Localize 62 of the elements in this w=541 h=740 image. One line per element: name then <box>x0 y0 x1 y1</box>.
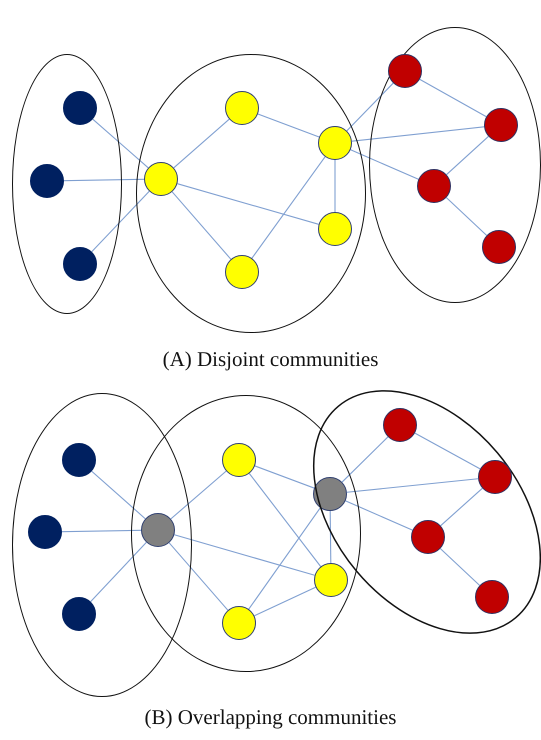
graph-edge <box>334 160 336 212</box>
graph-edge <box>91 470 146 520</box>
community-ellipse <box>314 391 540 633</box>
figure-caption: (A) Disjoint communities <box>162 347 380 372</box>
graph-node <box>475 580 509 614</box>
graph-edge <box>64 178 144 182</box>
graph-node <box>62 90 96 124</box>
graph-node <box>62 442 96 476</box>
graph-edge <box>345 500 413 531</box>
graph-edge <box>254 465 314 489</box>
graph-edge <box>440 488 483 526</box>
graph-edge <box>350 149 419 180</box>
graph-edge <box>91 190 150 252</box>
graph-edge <box>446 136 489 175</box>
graph-edge <box>248 508 321 610</box>
graph-node <box>62 596 96 630</box>
graph-node <box>313 477 347 511</box>
community-ellipse <box>369 27 541 303</box>
graph-edge <box>62 530 142 532</box>
graph-node <box>144 162 178 196</box>
graph-edge <box>352 126 484 142</box>
graph-node <box>30 164 64 198</box>
graph-node <box>388 54 422 88</box>
graph-node <box>318 126 352 160</box>
graph-edge <box>173 118 230 168</box>
graph-node <box>224 90 258 124</box>
graph-edge <box>346 478 478 493</box>
graph-edge <box>177 183 319 225</box>
graph-edge <box>174 534 315 576</box>
graph-edge <box>90 542 147 602</box>
graph-edge <box>172 191 232 260</box>
graph-node <box>222 606 256 640</box>
graph-edge <box>346 82 394 132</box>
graph-edge <box>252 156 326 259</box>
graph-node <box>484 108 518 142</box>
graph-node <box>141 513 175 547</box>
graph-edge <box>446 197 487 236</box>
graph-edge <box>170 470 226 520</box>
graph-node <box>314 562 348 596</box>
graph-node <box>411 520 445 554</box>
graph-edge <box>168 542 228 611</box>
graph-edge <box>254 586 316 616</box>
graph-edge <box>330 511 332 563</box>
graph-edge <box>414 432 480 470</box>
graph-node <box>224 254 258 288</box>
graph-node <box>478 460 512 494</box>
graph-node <box>222 442 256 476</box>
graph-edge <box>258 113 320 138</box>
graph-node <box>318 212 352 246</box>
graph-node <box>383 408 417 442</box>
community-ellipse <box>12 54 122 314</box>
figure-caption: (B) Overlapping communities <box>144 705 398 730</box>
graph-node <box>28 514 62 548</box>
graph-edge <box>420 78 486 118</box>
graph-edge <box>248 473 322 567</box>
graph-node <box>482 230 516 264</box>
graph-node <box>416 168 450 202</box>
community-ellipse <box>136 54 366 333</box>
graph-edge <box>342 436 388 482</box>
graph-edge <box>440 548 480 586</box>
graph-edge <box>92 118 149 168</box>
graph-node <box>62 246 96 280</box>
